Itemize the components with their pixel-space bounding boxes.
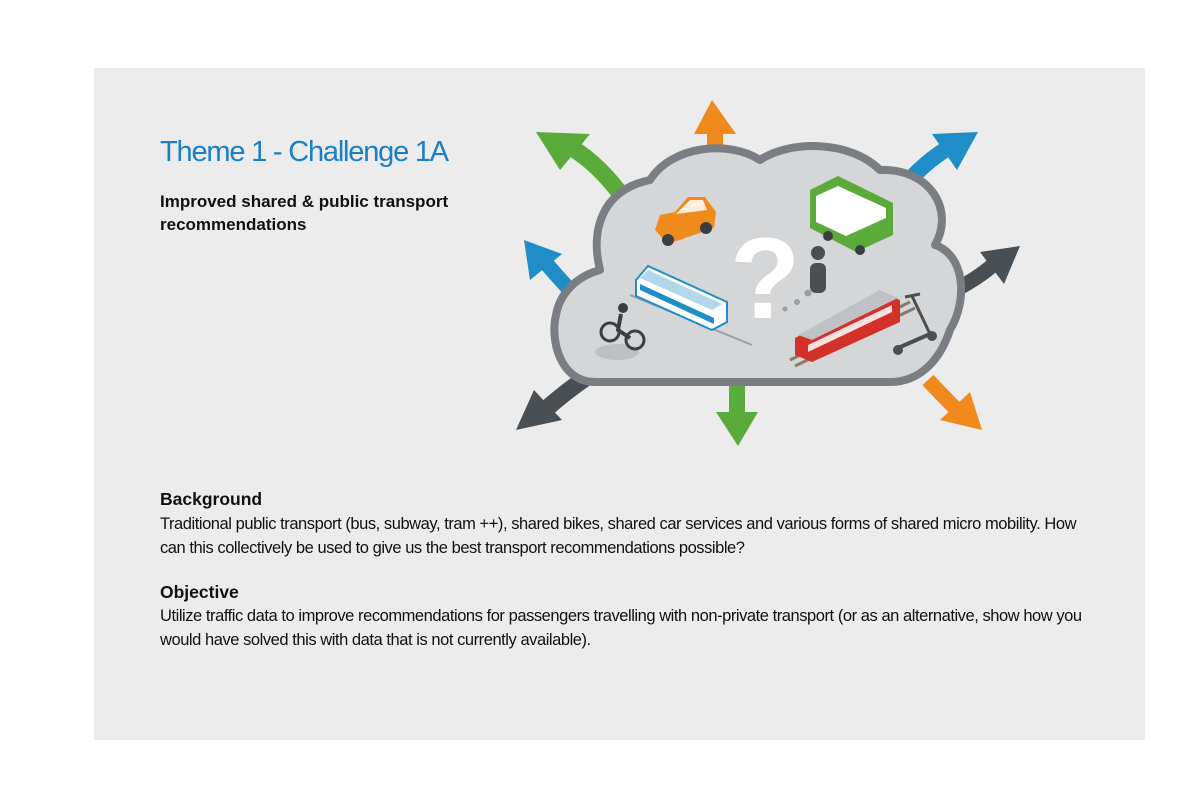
bus-icon	[810, 176, 893, 255]
objective-heading: Objective	[160, 582, 239, 602]
train-icon	[789, 290, 916, 368]
question-mark-glyph: ?	[730, 215, 800, 343]
scooter-icon	[893, 292, 937, 355]
page-subtitle: Improved shared & public transport recom…	[160, 192, 449, 234]
page-title: Theme 1 - Challenge 1A	[160, 136, 449, 168]
arrow-dark-bottom-left-icon	[516, 367, 595, 430]
arrow-green-bottom-icon	[716, 380, 758, 446]
arrow-green-top-left-icon	[536, 132, 632, 205]
tram-icon	[629, 264, 753, 346]
arrow-blue-left-icon	[524, 240, 574, 294]
car-icon	[655, 197, 716, 246]
arrow-orange-bottom-right-icon	[922, 374, 982, 430]
cyclist-icon	[595, 303, 646, 360]
objective-text: Utilize traffic data to improve recommen…	[160, 607, 1082, 649]
background-heading: Background	[160, 489, 263, 509]
background-text: Traditional public transport (bus, subwa…	[160, 515, 1077, 557]
thought-dots	[782, 289, 812, 312]
transport-cloud-illustration: ?	[516, 100, 1020, 446]
person-icon	[810, 246, 826, 293]
